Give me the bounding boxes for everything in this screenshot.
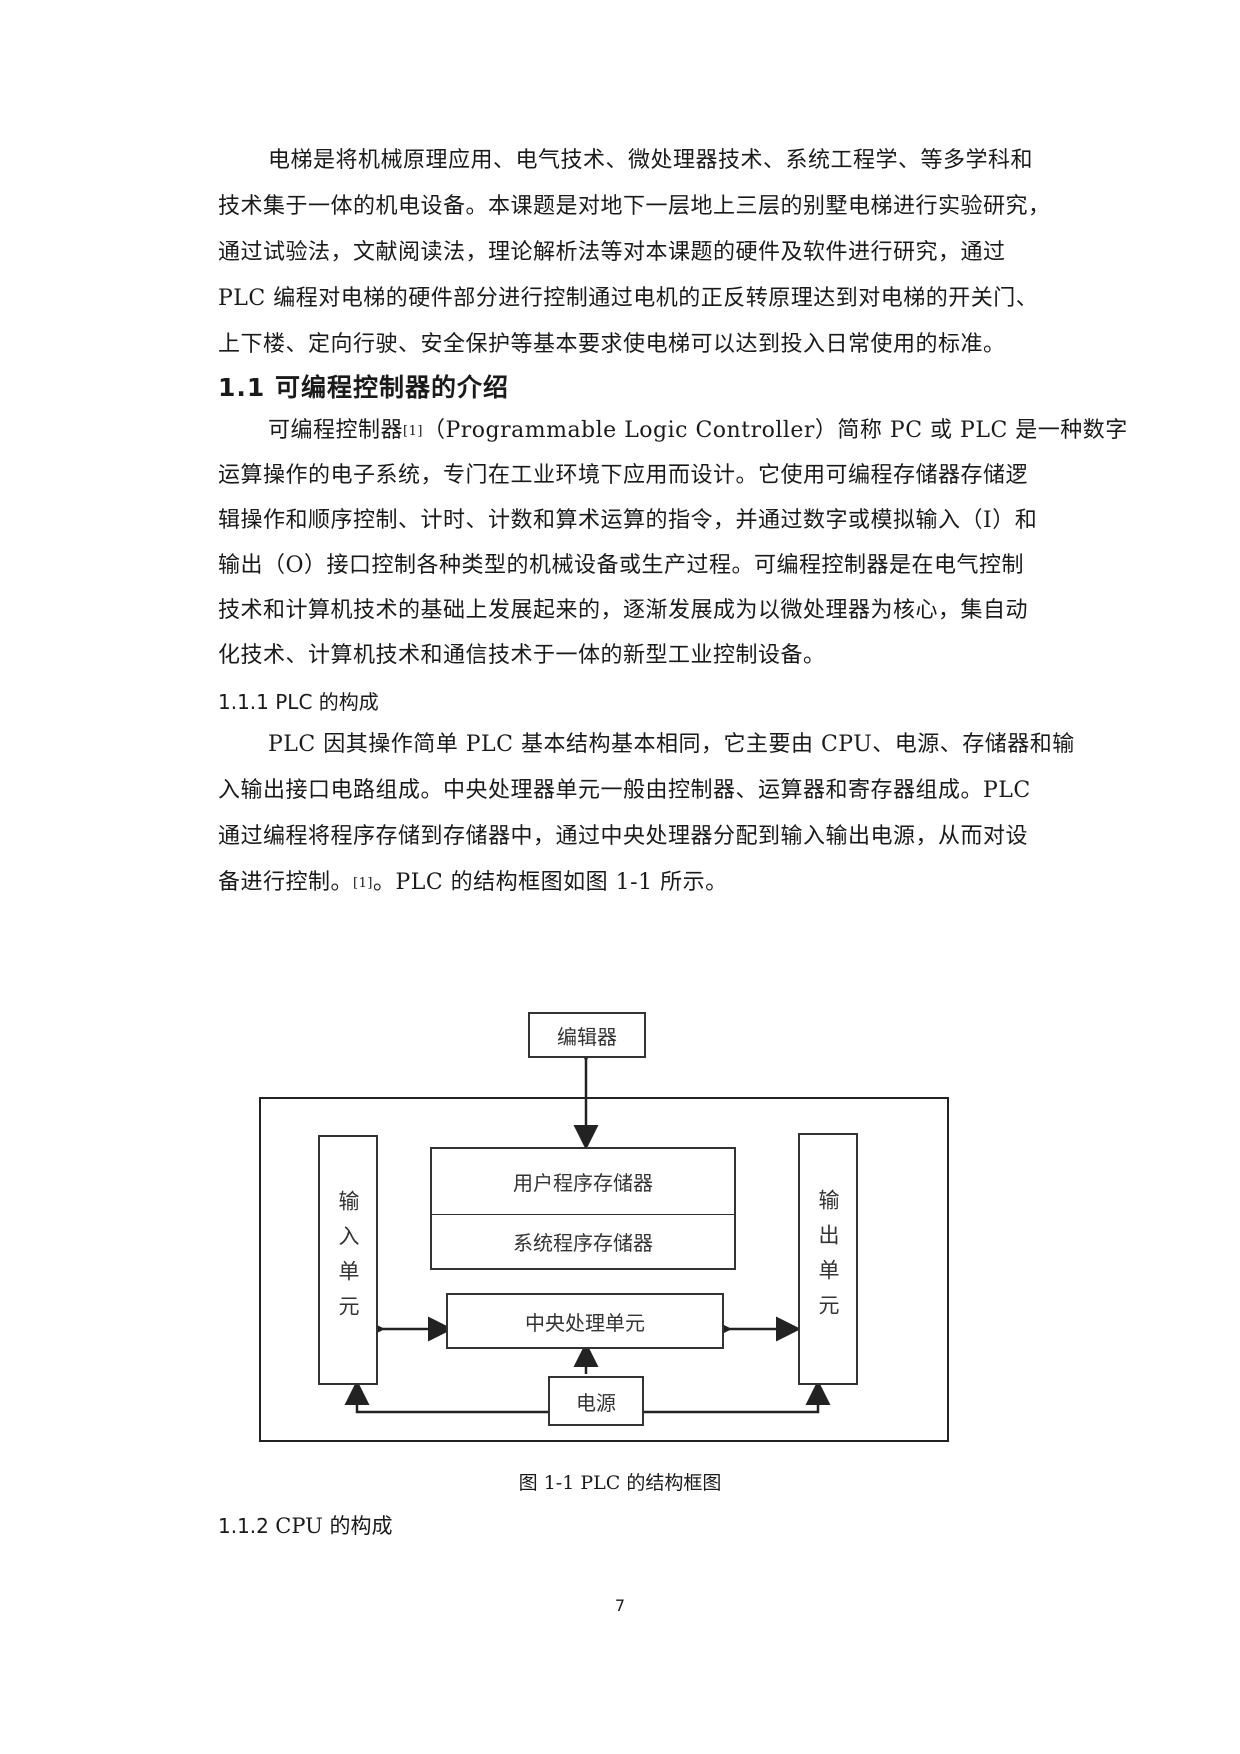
heading-text: CPU 的构成 bbox=[275, 1514, 393, 1538]
paragraph-1-line: 通过试验法，文献阅读法，理论解析法等对本课题的硬件及软件进行研究，通过 bbox=[218, 240, 1006, 265]
plc-outer-frame bbox=[259, 1097, 949, 1442]
user-program-memory-label: 用户程序存储器 bbox=[513, 1171, 653, 1195]
section-1-1-line: 化技术、计算机技术和通信技术于一体的新型工业控制设备。 bbox=[218, 643, 826, 668]
section-heading-1-1-1: 1.1.1 PLC 的构成 bbox=[218, 690, 379, 714]
citation-ref[interactable]: [1] bbox=[403, 424, 423, 439]
paragraph-1-line: PLC 编程对电梯的硬件部分进行控制通过电机的正反转原理达到对电梯的开关门、 bbox=[218, 286, 1039, 311]
user-program-memory-box: 用户程序存储器 bbox=[430, 1147, 736, 1215]
paragraph-1-line: 技术集于一体的机电设备。本课题是对地下一层地上三层的别墅电梯进行实验研究， bbox=[218, 194, 1051, 219]
editor-box: 编辑器 bbox=[528, 1012, 646, 1058]
line-text: 。PLC 的结构框图如图 1-1 所示。 bbox=[372, 870, 728, 895]
line-text: 可编程控制器 bbox=[268, 418, 404, 443]
system-program-memory-box: 系统程序存储器 bbox=[430, 1214, 736, 1270]
section-1-1-1-line: 入输出接口电路组成。中央处理器单元一般由控制器、运算器和寄存器组成。PLC bbox=[218, 778, 1031, 803]
system-program-memory-label: 系统程序存储器 bbox=[513, 1231, 653, 1255]
figure-caption: 图 1-1 PLC 的结构框图 bbox=[518, 1472, 722, 1494]
output-unit-label: 输出单元 bbox=[816, 1189, 840, 1329]
section-1-1-1-line: PLC 因其操作简单 PLC 基本结构基本相同，它主要由 CPU、电源、存储器和… bbox=[268, 732, 1075, 757]
output-unit-box: 输出单元 bbox=[798, 1133, 858, 1385]
cpu-label: 中央处理单元 bbox=[525, 1310, 645, 1335]
power-label: 电源 bbox=[576, 1390, 616, 1415]
section-heading-1-1-2: 1.1.2 CPU 的构成 bbox=[218, 1512, 392, 1540]
editor-label: 编辑器 bbox=[557, 1024, 617, 1049]
section-1-1-1-line: 通过编程将程序存储到存储器中，通过中央处理器分配到输入输出电源，从而对设 bbox=[218, 824, 1029, 849]
input-unit-label: 输入单元 bbox=[336, 1190, 360, 1330]
input-unit-box: 输入单元 bbox=[318, 1135, 378, 1385]
section-heading-1-1: 1.1 可编程控制器的介绍 bbox=[218, 373, 509, 402]
line-text: （Programmable Logic Controller）简称 PC 或 P… bbox=[422, 418, 1128, 443]
heading-number: 1.1.2 bbox=[218, 1514, 269, 1538]
power-box: 电源 bbox=[548, 1376, 644, 1426]
section-1-1-line: 输出（O）接口控制各种类型的机械设备或生产过程。可编程控制器是在电气控制 bbox=[218, 553, 1025, 578]
paragraph-1-line: 上下楼、定向行驶、安全保护等基本要求使电梯可以达到投入日常使用的标准。 bbox=[218, 332, 1006, 357]
citation-ref[interactable]: [1] bbox=[353, 876, 373, 891]
page-number: 7 bbox=[614, 1596, 626, 1615]
cpu-box: 中央处理单元 bbox=[446, 1293, 724, 1349]
section-1-1-line: 技术和计算机技术的基础上发展起来的，逐渐发展成为以微处理器为核心，集自动 bbox=[218, 598, 1029, 623]
line-text: 备进行控制。 bbox=[218, 870, 354, 895]
section-1-1-1-line: 备进行控制。[1]。PLC 的结构框图如图 1-1 所示。 bbox=[218, 868, 728, 899]
section-1-1-line: 辑操作和顺序控制、计时、计数和算术运算的指令，并通过数字或模拟输入（I）和 bbox=[218, 508, 1038, 533]
section-1-1-line: 可编程控制器[1]（Programmable Logic Controller）… bbox=[268, 416, 1128, 447]
paragraph-1-line: 电梯是将机械原理应用、电气技术、微处理器技术、系统工程学、等多学科和 bbox=[268, 148, 1034, 173]
section-1-1-line: 运算操作的电子系统，专门在工业环境下应用而设计。它使用可编程存储器存储逻 bbox=[218, 463, 1029, 488]
